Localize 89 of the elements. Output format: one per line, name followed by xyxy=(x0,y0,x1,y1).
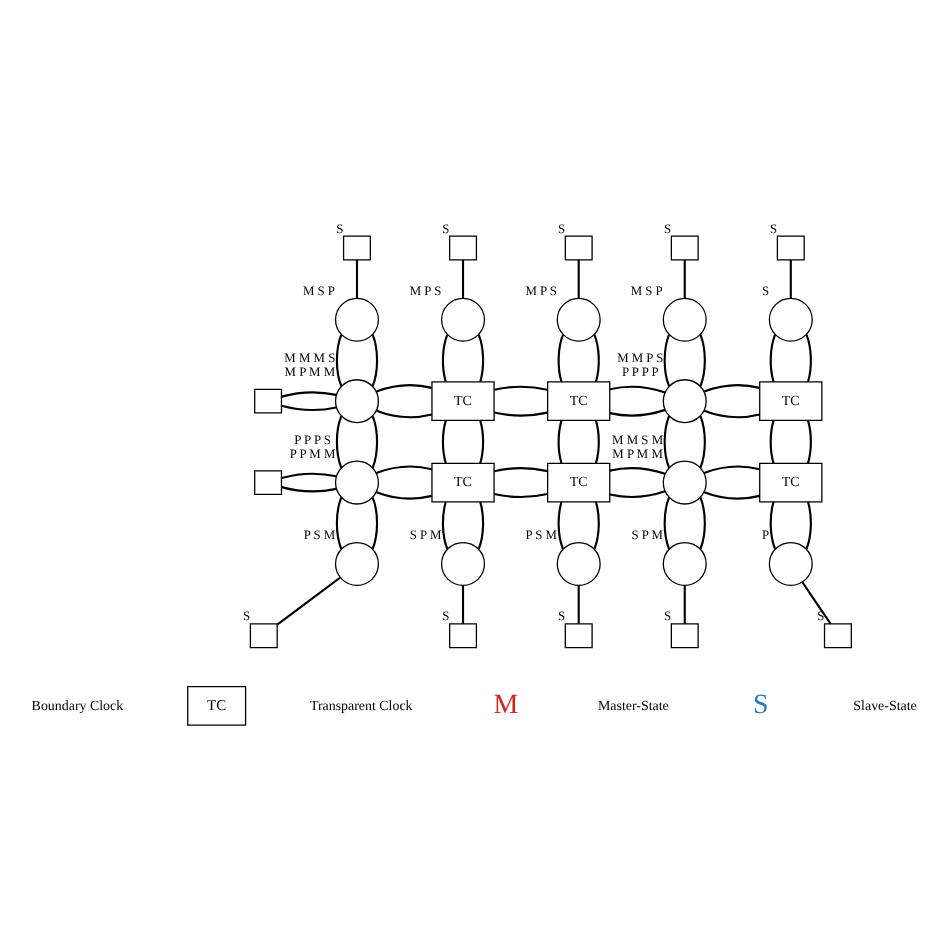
connector xyxy=(281,472,337,480)
connector xyxy=(441,501,449,550)
connector xyxy=(609,490,666,499)
connector xyxy=(281,404,337,412)
connector xyxy=(335,415,343,469)
connector xyxy=(609,467,666,475)
connector xyxy=(683,259,686,299)
node-circle xyxy=(334,541,380,587)
node-box xyxy=(449,235,478,261)
connector xyxy=(805,334,812,382)
connector xyxy=(663,497,671,550)
label: S xyxy=(753,690,769,721)
connector xyxy=(494,492,548,499)
connector xyxy=(493,385,548,391)
connector xyxy=(807,420,812,464)
connector xyxy=(371,415,379,469)
node-box xyxy=(254,388,283,414)
connector xyxy=(577,259,580,299)
connector xyxy=(699,334,706,387)
connector xyxy=(376,409,433,419)
node-box xyxy=(564,623,593,649)
node-box xyxy=(670,235,699,261)
connector xyxy=(371,334,379,387)
label: M xyxy=(493,690,519,721)
label: TC xyxy=(207,695,227,714)
connector xyxy=(609,385,666,394)
connector xyxy=(789,259,792,299)
connector xyxy=(703,465,760,474)
connector xyxy=(769,420,775,464)
node-circle xyxy=(440,541,486,587)
connector xyxy=(441,420,447,464)
connector xyxy=(494,411,548,417)
connector xyxy=(557,334,565,382)
node-box xyxy=(249,623,278,649)
node-circle xyxy=(334,460,380,505)
connector xyxy=(577,585,580,624)
node-circle xyxy=(662,297,707,342)
node-circle xyxy=(662,379,707,424)
node-circle xyxy=(334,379,380,424)
connector xyxy=(663,415,671,469)
node-circle xyxy=(440,297,486,342)
connector xyxy=(593,334,600,382)
node-box xyxy=(564,235,593,261)
connector xyxy=(805,501,812,550)
connector xyxy=(477,501,485,550)
connector xyxy=(461,259,465,299)
node-box xyxy=(776,235,805,261)
connector xyxy=(335,334,343,387)
connector xyxy=(769,334,777,382)
node-box xyxy=(823,623,852,649)
connector xyxy=(609,408,666,417)
connector xyxy=(355,259,359,299)
connector xyxy=(281,391,337,398)
connector xyxy=(376,465,433,474)
connector xyxy=(683,585,686,624)
node-circle xyxy=(334,297,380,342)
connector xyxy=(281,486,337,493)
connector xyxy=(699,497,706,550)
connector xyxy=(557,501,564,550)
connector xyxy=(699,415,706,469)
node-box xyxy=(670,623,699,649)
connector xyxy=(461,585,465,624)
connector xyxy=(801,581,832,625)
connector xyxy=(335,497,343,550)
connector xyxy=(477,334,485,382)
node-circle xyxy=(556,541,601,587)
connector xyxy=(663,334,671,387)
node-circle xyxy=(662,541,707,587)
connector xyxy=(479,420,485,464)
connector xyxy=(769,501,776,550)
node-box xyxy=(449,623,478,649)
node-circle xyxy=(768,297,813,342)
connector xyxy=(376,384,433,393)
connector xyxy=(371,497,379,550)
connector xyxy=(494,467,548,473)
connector xyxy=(594,420,600,464)
connector xyxy=(703,409,760,419)
node-circle xyxy=(662,460,707,505)
connector xyxy=(703,384,760,393)
connector xyxy=(376,491,433,500)
node-box xyxy=(342,235,371,261)
node-circle xyxy=(768,541,813,587)
node-box xyxy=(254,470,283,495)
connector xyxy=(703,491,760,500)
connector xyxy=(441,334,449,382)
connector xyxy=(557,420,563,464)
node-circle xyxy=(556,297,601,342)
connector xyxy=(593,501,600,550)
connector xyxy=(276,576,341,626)
